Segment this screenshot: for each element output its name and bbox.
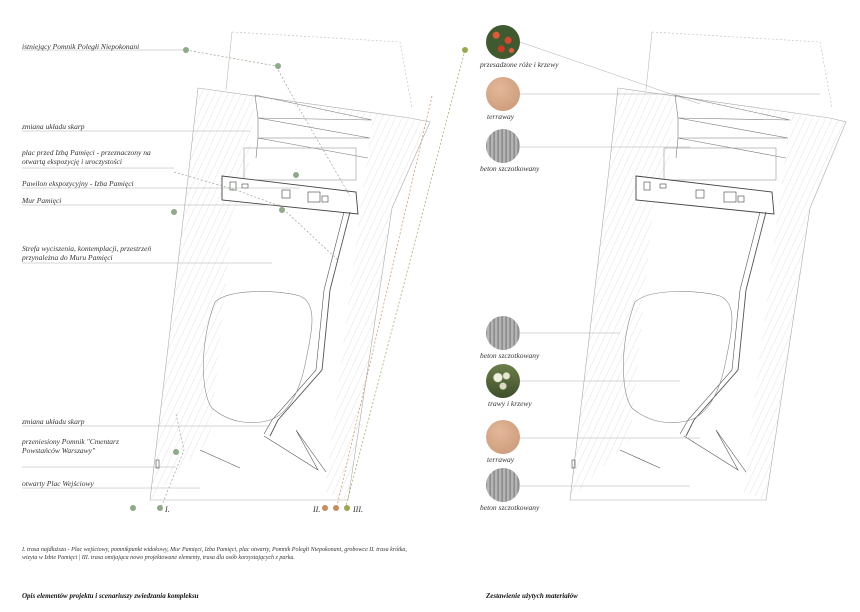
routes-caption: I. trasa najdłuższa - Plac wejściowy, po… [22, 547, 407, 561]
label-silence-zone: Strefa wyciszenia, kontemplacji, przestr… [22, 244, 152, 262]
route-dots [130, 47, 468, 511]
left-panel-title: Opis elementów projektu i scenariuszy zw… [22, 592, 199, 600]
right-panel-title: Zestawienie użytych materiałów [486, 592, 578, 600]
material-label-concrete-2: beton szczotkowany [480, 351, 540, 360]
right-site-plan [569, 31, 847, 501]
material-label-grass: trawy i krzewy [488, 399, 532, 408]
label-moved-monument: przeniesiony Pomnik "Cmentarz Powstańców… [22, 437, 119, 455]
label-slope-change-bottom: zmiana układu skarp [22, 417, 85, 426]
label-existing-monument: istniejący Pomnik Poległi Niepokonani [22, 42, 140, 51]
label-pavilion: Pawilon ekspozycyjny - Izba Pamięci [22, 179, 134, 188]
swatch-grass [486, 364, 520, 398]
swatch-roses [486, 25, 520, 59]
swatch-terraway-2 [486, 420, 520, 454]
swatch-terraway-1 [486, 77, 520, 111]
route-label-3: III. [353, 505, 363, 514]
swatch-concrete-1 [486, 129, 520, 163]
route-label-2: II. [313, 505, 321, 514]
route-label-1: I. [165, 505, 170, 514]
material-leaders [519, 41, 820, 487]
left-site-plan [149, 31, 431, 501]
material-label-terraway-2: terraway [487, 455, 515, 464]
swatch-concrete-3 [486, 468, 520, 502]
label-entrance-square: otwarty Plac Wejściowy [22, 479, 94, 488]
material-label-concrete-3: beton szczotkowany [480, 503, 540, 512]
leader-lines [22, 49, 300, 489]
material-label-concrete-1: beton szczotkowany [480, 164, 540, 173]
label-memorial-wall: Mur Pamięci [22, 196, 62, 205]
label-square-front: plac przed Izbą Pamięci - przeznaczony n… [22, 148, 151, 166]
material-label-roses: przesadzone róże i krzewy [480, 60, 559, 69]
swatch-concrete-2 [486, 316, 520, 350]
label-slope-change-top: zmiana układu skarp [22, 122, 85, 131]
material-label-terraway-1: terraway [487, 112, 515, 121]
